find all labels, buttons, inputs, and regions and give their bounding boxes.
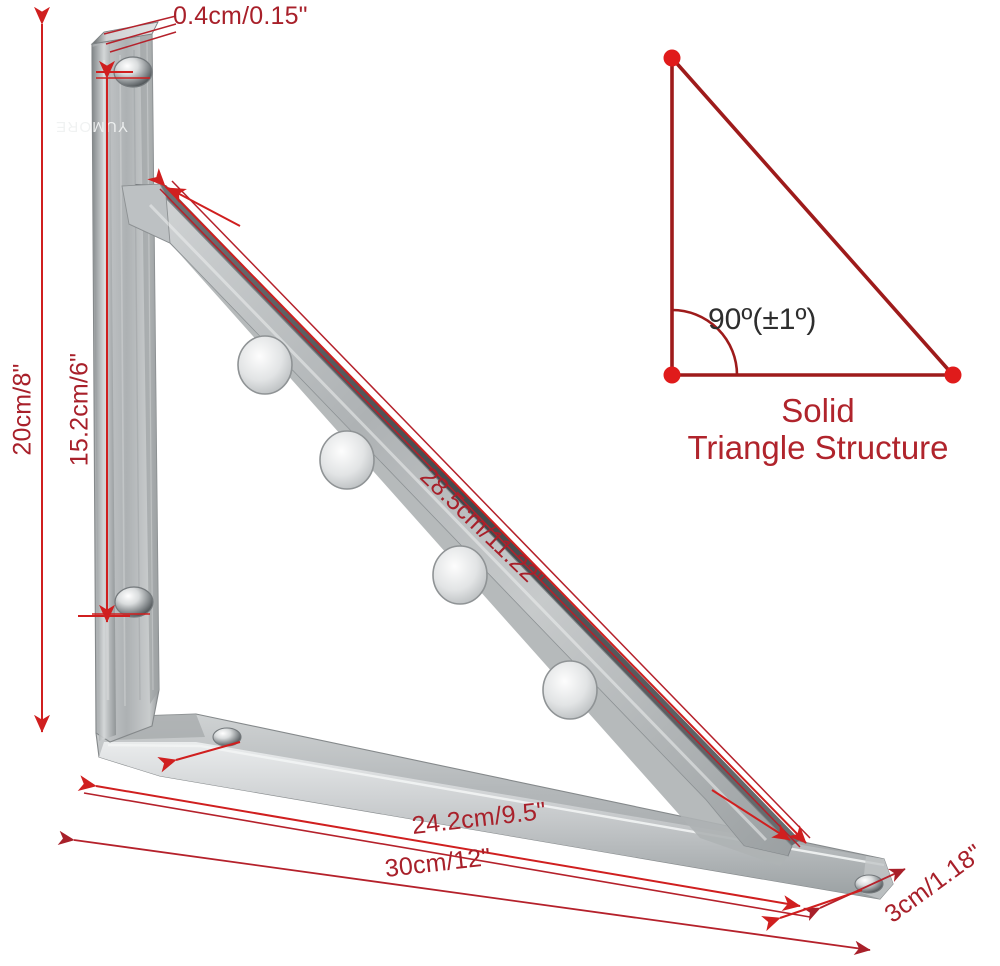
arm-width-dim: [802, 868, 906, 921]
triangle-vertex-right-angle: [663, 366, 681, 384]
dimension-label-inner-height: 15.2cm/6": [65, 352, 94, 467]
triangle-caption: Solid Triangle Structure: [673, 392, 963, 467]
triangle-vertex-apex: [663, 49, 681, 67]
triangle-caption-line-2: Triangle Structure: [687, 428, 949, 466]
angle-label: 90º(±1º): [708, 303, 817, 336]
dimension-label-thickness: 0.4cm/0.15": [173, 2, 308, 30]
strut-leader-lines: [167, 187, 791, 841]
strut-hole-4: [542, 660, 598, 720]
diagonal-dim: [147, 168, 811, 848]
overall-depth-dim: [57, 830, 871, 956]
brand-mark: YUMORE: [55, 118, 128, 135]
screw-hole-lower: [114, 586, 154, 618]
strut-hole-3: [432, 545, 488, 605]
right-angle-arc: [671, 308, 739, 376]
triangle-caption-line-1: Solid: [781, 392, 855, 429]
triangle-vertex-base-right: [944, 366, 962, 384]
triangle-hypotenuse: [670, 56, 955, 377]
strut-hole-2: [319, 430, 375, 490]
dimension-lines: [34, 6, 906, 956]
screw-leader-lines: [78, 71, 863, 932]
strut-hole-1: [237, 335, 293, 395]
thickness-callout: [103, 15, 177, 53]
triangle-diagram: [663, 49, 962, 384]
dimension-label-overall-height: 20cm/8": [8, 363, 37, 456]
inner-height-dim: [92, 60, 150, 623]
